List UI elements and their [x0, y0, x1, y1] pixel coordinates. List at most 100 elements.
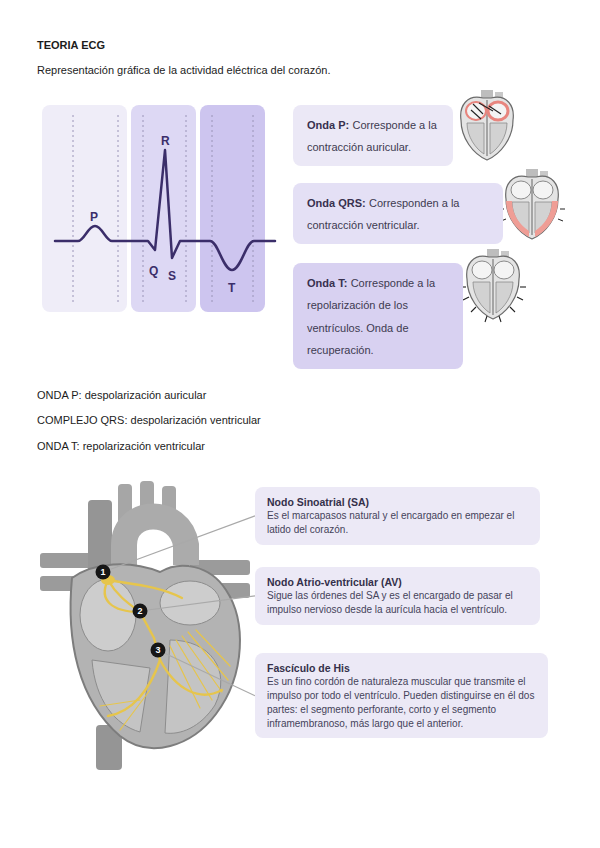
- heart-icon-base: [467, 249, 520, 319]
- box-body: Es un fino cordón de naturaleza muscular…: [267, 675, 536, 730]
- wave-letter: S: [168, 269, 176, 283]
- wave-letter: P: [90, 210, 98, 224]
- mark: [560, 209, 565, 210]
- impulse-arrows: [471, 103, 501, 119]
- repolarization-marks: [460, 287, 526, 322]
- box-text: Nodo Atrio-ventricular (AV)Sigue las órd…: [267, 575, 528, 617]
- grid-line: [253, 115, 254, 302]
- box-heading: Nodo Atrio-ventricular (AV): [267, 575, 528, 589]
- arrow-line: [489, 106, 501, 114]
- mark: [463, 297, 469, 300]
- mark: [471, 307, 476, 312]
- wave-letter: Q: [149, 264, 158, 278]
- box-heading: Onda P:: [307, 119, 349, 131]
- subtitle: Representación gráfica de la actividad e…: [37, 64, 331, 76]
- info-box: Nodo Atrio-ventricular (AV)Sigue las órd…: [255, 567, 540, 625]
- callout-number: 2: [132, 603, 148, 619]
- grid-line: [118, 115, 119, 302]
- ecg-band: [42, 105, 127, 312]
- ecg-band: [131, 105, 196, 312]
- label-wrap: Q: [149, 262, 158, 278]
- mark: [558, 219, 563, 221]
- wave-box: Onda T:Corresponde a la repolarización d…: [293, 263, 463, 369]
- heart-icon: [460, 249, 526, 322]
- arrow-line: [471, 110, 481, 119]
- purkinje-fiber: [188, 632, 228, 680]
- box-text: Onda QRS:Corresponden a la contracción v…: [307, 191, 489, 236]
- conduction-system: [100, 580, 230, 730]
- mark: [499, 316, 501, 322]
- leader-line: [148, 596, 255, 610]
- grid-line: [212, 115, 213, 302]
- leader-line: [165, 653, 255, 695]
- info-box: Fascículo de HisEs un fino cordón de nat…: [255, 653, 548, 738]
- callout-disc: [133, 604, 148, 619]
- internodal-path: [108, 580, 182, 598]
- heart-icon-base: [461, 90, 514, 160]
- label-wrap: T: [228, 279, 235, 295]
- definition-line: ONDA P: despolarización auricular: [37, 389, 206, 401]
- box-text: Onda T:Corresponde a la repolarización d…: [307, 271, 449, 361]
- definition-line: ONDA T: repolarización ventricular: [37, 440, 205, 452]
- ventricle-highlight: [535, 201, 558, 237]
- box-heading: Onda T:: [307, 277, 347, 289]
- box-heading: Onda QRS:: [307, 197, 366, 209]
- callout-number: 3: [150, 642, 166, 658]
- box-text: Nodo Sinoatrial (SA)Es el marcapasos nat…: [267, 495, 528, 537]
- atrium-highlight: [488, 102, 508, 120]
- purkinje-fiber: [170, 646, 200, 708]
- left-ventricle: [165, 640, 221, 733]
- label-wrap: Representación gráfica de la actividad e…: [37, 61, 331, 77]
- callout-number: 2: [137, 607, 142, 616]
- info-box: Nodo Sinoatrial (SA)Es el marcapasos nat…: [255, 487, 540, 545]
- wave-box: Onda P:Corresponde a la contracción auri…: [293, 105, 453, 166]
- ecg-wave: [55, 150, 275, 270]
- callout-disc: [96, 565, 111, 580]
- grid-line: [73, 115, 74, 302]
- box-text: Fascículo de HisEs un fino cordón de nat…: [267, 661, 536, 730]
- purkinje-fiber: [100, 700, 140, 706]
- bundle-of-his: [140, 612, 160, 660]
- label-wrap: ONDA T: repolarización ventricular: [37, 437, 205, 453]
- wave-letter: R: [161, 134, 170, 148]
- label-wrap: ONDA P: despolarización auricular: [37, 386, 206, 402]
- box-heading: Fascículo de His: [267, 661, 536, 675]
- purkinje-fiber: [120, 690, 150, 730]
- right-branch: [108, 660, 160, 716]
- heart-icon: [499, 169, 565, 239]
- definition-line: COMPLEJO QRS: despolarización ventricula…: [37, 414, 261, 426]
- ventricle-highlight: [506, 201, 529, 237]
- heart-illustration: [40, 481, 250, 770]
- callout-number: 3: [155, 646, 160, 655]
- right-atrium: [80, 579, 136, 651]
- heart-icon: [461, 90, 514, 160]
- label-wrap: P: [90, 208, 98, 224]
- callout-disc: [151, 643, 166, 658]
- grid-lines: [73, 115, 253, 302]
- wave-letter: T: [228, 281, 235, 295]
- heart-icon-base: [506, 169, 559, 239]
- heart-body: [71, 564, 240, 748]
- box-heading: Nodo Sinoatrial (SA): [267, 495, 528, 509]
- box-text: Onda P:Corresponde a la contracción auri…: [307, 113, 439, 158]
- label-wrap: S: [168, 267, 176, 283]
- grid-line: [186, 115, 187, 302]
- grid-line: [143, 115, 144, 302]
- mark: [520, 286, 526, 287]
- wave-box: Onda QRS:Corresponden a la contracción v…: [293, 183, 503, 244]
- callout-number: 1: [100, 568, 105, 577]
- pulmonary-vessel: [40, 553, 95, 568]
- mark: [517, 297, 523, 300]
- wall-marks: [499, 209, 565, 221]
- callout-number: 1: [95, 564, 111, 580]
- mark: [485, 316, 487, 322]
- page-title: TEORIA ECG: [37, 39, 105, 51]
- box-body: Es el marcapasos natural y el encargado …: [267, 509, 528, 537]
- title-wrap: TEORIA ECG: [37, 36, 105, 52]
- ecg-band: [200, 105, 265, 312]
- leader-line: [111, 516, 255, 569]
- purkinje-fiber: [196, 630, 230, 666]
- mark: [510, 307, 515, 312]
- left-atrium: [160, 581, 220, 625]
